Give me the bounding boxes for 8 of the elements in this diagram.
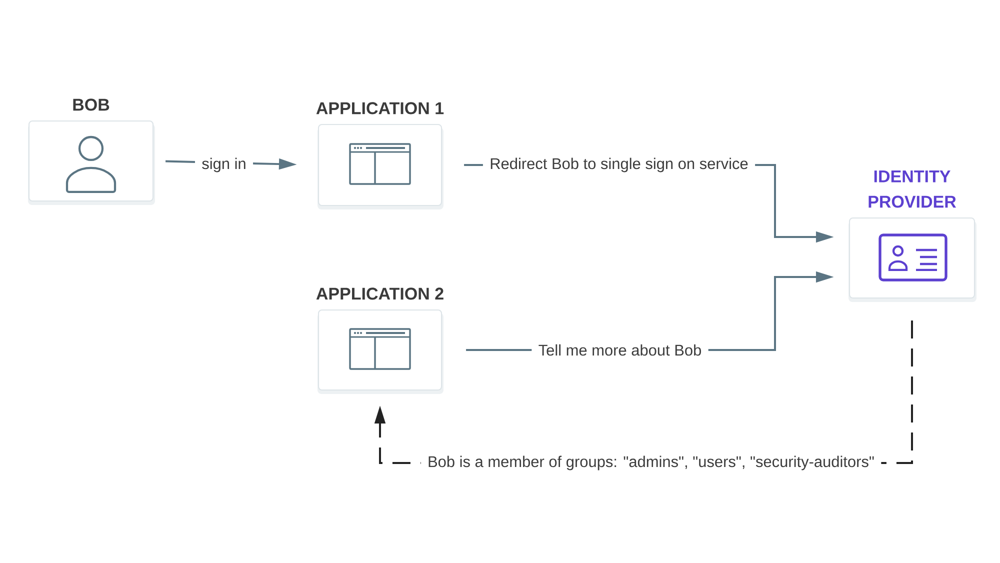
edge-label: Bob is a member of groups: "admins", "users", "security-auditors" bbox=[420, 453, 882, 473]
heading: BOB bbox=[73, 98, 110, 111]
edge-label: Tell me more about Bob bbox=[532, 342, 708, 358]
edge-label: sign in bbox=[195, 155, 254, 175]
heading: APPLICATION 2 bbox=[316, 288, 444, 300]
edge-label: Redirect Bob to single sign on service bbox=[482, 155, 756, 175]
heading: APPLICATION 1 bbox=[316, 102, 444, 114]
heading: IDENTITY PROVIDER bbox=[868, 170, 956, 208]
